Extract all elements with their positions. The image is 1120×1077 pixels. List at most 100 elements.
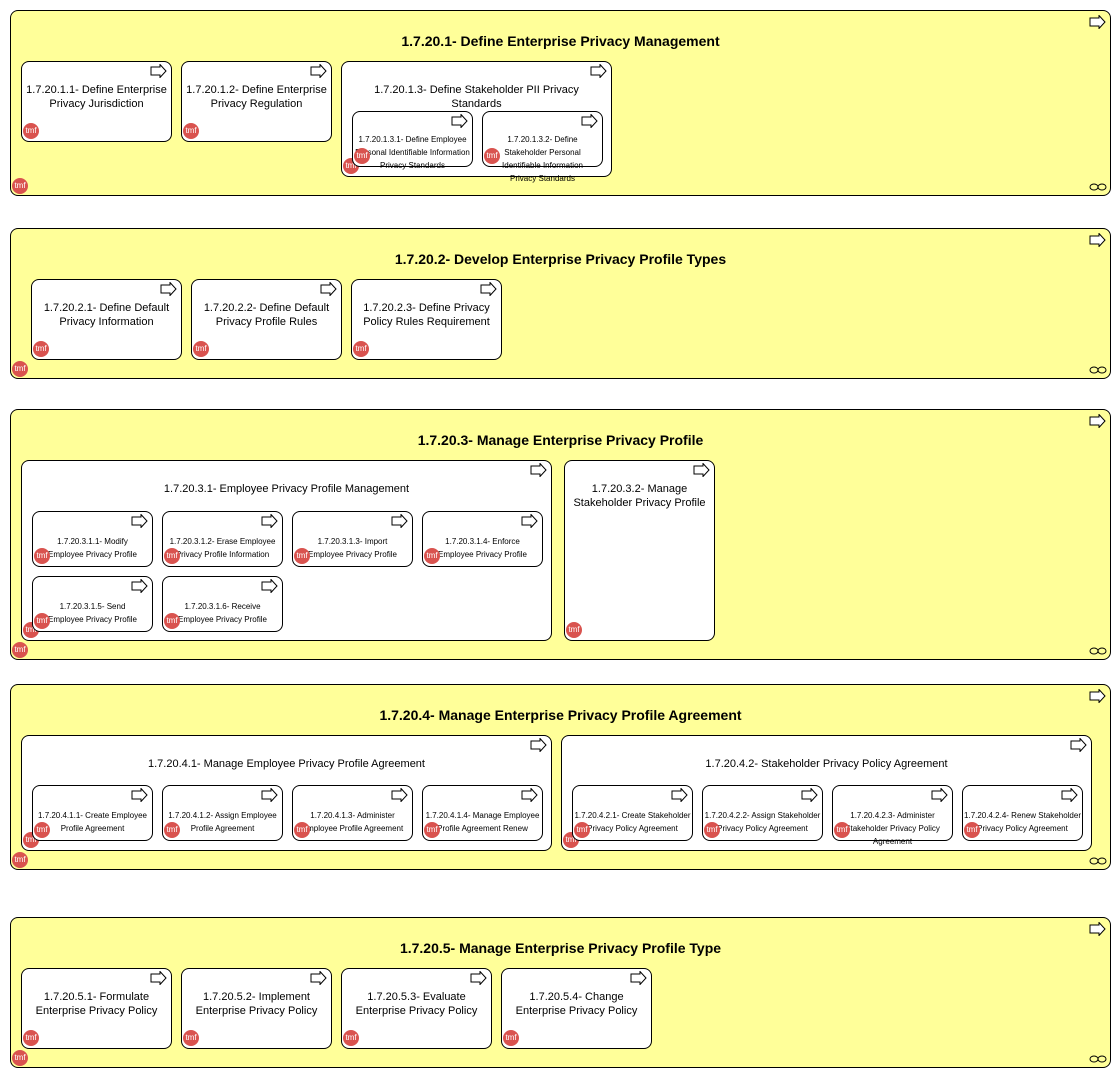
tmf-badge-icon: tmf xyxy=(183,1030,199,1046)
process-arrow-icon xyxy=(470,971,487,985)
process-arrow-icon xyxy=(530,463,547,477)
card-1-7-20-4-1-1[interactable]: 1.7.20.4.1.1- Create Employee Profile Ag… xyxy=(32,785,153,841)
card-1-7-20-3-1[interactable]: 1.7.20.3.1- Employee Privacy Profile Man… xyxy=(21,460,552,641)
tmf-badge-icon: tmf xyxy=(834,822,850,838)
card-1-7-20-3-2[interactable]: 1.7.20.3.2- Manage Stakeholder Privacy P… xyxy=(564,460,715,641)
process-arrow-icon xyxy=(1089,233,1106,247)
process-arrow-icon xyxy=(150,971,167,985)
card-label: 1.7.20.5.2- Implement Enterprise Privacy… xyxy=(195,991,318,1017)
process-arrow-icon xyxy=(530,738,547,752)
card-label: 1.7.20.3.1.5- Send Employee Privacy Prof… xyxy=(48,602,137,624)
group-1-7-20-4[interactable]: 1.7.20.4- Manage Enterprise Privacy Prof… xyxy=(10,684,1111,870)
card-1-7-20-4-1[interactable]: 1.7.20.4.1- Manage Employee Privacy Prof… xyxy=(21,735,552,851)
process-arrow-icon xyxy=(590,64,607,78)
card-label: 1.7.20.4.2.1- Create Stakeholder Privacy… xyxy=(574,811,691,833)
group-title: 1.7.20.1- Define Enterprise Privacy Mana… xyxy=(401,33,720,49)
card-label: 1.7.20.3.1.2- Erase Employee Privacy Pro… xyxy=(169,537,276,559)
process-arrow-icon xyxy=(801,788,818,802)
card-1-7-20-1-3[interactable]: 1.7.20.1.3- Define Stakeholder PII Priva… xyxy=(341,61,612,183)
process-arrow-icon xyxy=(693,463,710,477)
card-1-7-20-1-3-2[interactable]: 1.7.20.1.3.2- Define Stakeholder Persona… xyxy=(482,111,603,183)
group-title: 1.7.20.5- Manage Enterprise Privacy Prof… xyxy=(399,940,722,956)
card-label: 1.7.20.1.1- Define Enterprise Privacy Ju… xyxy=(26,84,167,110)
card-1-7-20-2-3[interactable]: 1.7.20.2.3- Define Privacy Policy Rules … xyxy=(351,279,502,360)
tmf-badge-icon: tmf xyxy=(424,822,440,838)
tmf-badge-icon: tmf xyxy=(294,822,310,838)
process-arrow-icon xyxy=(391,514,408,528)
card-1-7-20-5-4[interactable]: 1.7.20.5.4- Change Enterprise Privacy Po… xyxy=(501,968,652,1049)
process-arrow-icon xyxy=(160,282,177,296)
card-1-7-20-3-1-4[interactable]: 1.7.20.3.1.4- Enforce Employee Privacy P… xyxy=(422,511,543,567)
tmf-badge-icon: tmf xyxy=(34,548,50,564)
chain-link-icon xyxy=(1089,366,1107,374)
card-label: 1.7.20.4.1.3- Administer Employee Profil… xyxy=(301,811,404,833)
card-1-7-20-4-1-3[interactable]: 1.7.20.4.1.3- Administer Employee Profil… xyxy=(292,785,413,841)
tmf-badge-icon: tmf xyxy=(354,148,370,164)
tmf-badge-icon: tmf xyxy=(574,822,590,838)
process-arrow-icon xyxy=(150,64,167,78)
card-label: 1.7.20.1.3.2- Define Stakeholder Persona… xyxy=(502,135,583,183)
card-1-7-20-4-2-3[interactable]: 1.7.20.4.2.3- Administer Stakeholder Pri… xyxy=(832,785,953,846)
card-label: 1.7.20.3.2- Manage Stakeholder Privacy P… xyxy=(573,483,706,509)
process-arrow-icon xyxy=(931,788,948,802)
card-label: 1.7.20.4.2.4- Renew Stakeholder Privacy … xyxy=(964,811,1081,833)
card-1-7-20-3-1-1[interactable]: 1.7.20.3.1.1- Modify Employee Privacy Pr… xyxy=(32,511,153,567)
card-1-7-20-4-2-4[interactable]: 1.7.20.4.2.4- Renew Stakeholder Privacy … xyxy=(962,785,1083,841)
card-label: 1.7.20.4.2.3- Administer Stakeholder Pri… xyxy=(845,811,940,846)
card-label: 1.7.20.3.1- Employee Privacy Profile Man… xyxy=(163,483,410,495)
tmf-badge-icon: tmf xyxy=(12,852,28,868)
process-arrow-icon xyxy=(310,971,327,985)
card-1-7-20-4-1-2[interactable]: 1.7.20.4.1.2- Assign Employee Profile Ag… xyxy=(162,785,283,841)
group-1-7-20-1[interactable]: 1.7.20.1- Define Enterprise Privacy Mana… xyxy=(10,10,1111,196)
card-1-7-20-5-1[interactable]: 1.7.20.5.1- Formulate Enterprise Privacy… xyxy=(21,968,172,1049)
card-label: 1.7.20.3.1.4- Enforce Employee Privacy P… xyxy=(438,537,527,559)
group-1-7-20-3[interactable]: 1.7.20.3- Manage Enterprise Privacy Prof… xyxy=(10,409,1111,660)
card-label: 1.7.20.2.1- Define Default Privacy Infor… xyxy=(43,302,170,328)
group-1-7-20-5[interactable]: 1.7.20.5- Manage Enterprise Privacy Prof… xyxy=(10,917,1111,1068)
tmf-badge-icon: tmf xyxy=(164,613,180,629)
card-1-7-20-3-1-2[interactable]: 1.7.20.3.1.2- Erase Employee Privacy Pro… xyxy=(162,511,283,567)
process-arrow-icon xyxy=(521,514,538,528)
tmf-badge-icon: tmf xyxy=(12,642,28,658)
tmf-badge-icon: tmf xyxy=(193,341,209,357)
process-arrow-icon xyxy=(261,514,278,528)
card-1-7-20-4-2-2[interactable]: 1.7.20.4.2.2- Assign Stakeholder Privacy… xyxy=(702,785,823,841)
process-arrow-icon xyxy=(131,579,148,593)
card-1-7-20-2-1[interactable]: 1.7.20.2.1- Define Default Privacy Infor… xyxy=(31,279,182,360)
card-1-7-20-1-2[interactable]: 1.7.20.1.2- Define Enterprise Privacy Re… xyxy=(181,61,332,142)
card-1-7-20-5-3[interactable]: 1.7.20.5.3- Evaluate Enterprise Privacy … xyxy=(341,968,492,1049)
tmf-badge-icon: tmf xyxy=(484,148,500,164)
card-1-7-20-4-1-4[interactable]: 1.7.20.4.1.4- Manage Employee Profile Ag… xyxy=(422,785,543,841)
card-1-7-20-3-1-6[interactable]: 1.7.20.3.1.6- Receive Employee Privacy P… xyxy=(162,576,283,632)
tmf-badge-icon: tmf xyxy=(964,822,980,838)
process-arrow-icon xyxy=(630,971,647,985)
card-label: 1.7.20.5.1- Formulate Enterprise Privacy… xyxy=(35,991,158,1017)
card-1-7-20-3-1-5[interactable]: 1.7.20.3.1.5- Send Employee Privacy Prof… xyxy=(32,576,153,632)
card-1-7-20-4-2-1[interactable]: 1.7.20.4.2.1- Create Stakeholder Privacy… xyxy=(572,785,693,841)
card-1-7-20-5-2[interactable]: 1.7.20.5.2- Implement Enterprise Privacy… xyxy=(181,968,332,1049)
process-arrow-icon xyxy=(480,282,497,296)
process-arrow-icon xyxy=(451,114,468,128)
process-arrow-icon xyxy=(131,788,148,802)
card-1-7-20-1-1[interactable]: 1.7.20.1.1- Define Enterprise Privacy Ju… xyxy=(21,61,172,142)
card-label: 1.7.20.3.1.6- Receive Employee Privacy P… xyxy=(178,602,267,624)
card-label: 1.7.20.4.2- Stakeholder Privacy Policy A… xyxy=(705,758,948,770)
process-arrow-icon xyxy=(581,114,598,128)
card-1-7-20-2-2[interactable]: 1.7.20.2.2- Define Default Privacy Profi… xyxy=(191,279,342,360)
chain-link-icon xyxy=(1089,857,1107,865)
chain-link-icon xyxy=(1089,1055,1107,1063)
card-label: 1.7.20.3.1.1- Modify Employee Privacy Pr… xyxy=(48,537,137,559)
card-label: 1.7.20.4.2.2- Assign Stakeholder Privacy… xyxy=(704,811,821,833)
card-1-7-20-4-2[interactable]: 1.7.20.4.2- Stakeholder Privacy Policy A… xyxy=(561,735,1092,851)
tmf-badge-icon: tmf xyxy=(23,123,39,139)
tmf-badge-icon: tmf xyxy=(183,123,199,139)
tmf-badge-icon: tmf xyxy=(353,341,369,357)
card-label: 1.7.20.3.1.3- Import Employee Privacy Pr… xyxy=(308,537,397,559)
card-label: 1.7.20.4.1- Manage Employee Privacy Prof… xyxy=(148,758,425,770)
process-arrow-icon xyxy=(391,788,408,802)
card-label: 1.7.20.1.3- Define Stakeholder PII Priva… xyxy=(374,84,579,110)
card-1-7-20-1-3-1[interactable]: 1.7.20.1.3.1- Define Employee Personal I… xyxy=(352,111,473,170)
card-1-7-20-3-1-3[interactable]: 1.7.20.3.1.3- Import Employee Privacy Pr… xyxy=(292,511,413,567)
group-1-7-20-2[interactable]: 1.7.20.2- Develop Enterprise Privacy Pro… xyxy=(10,228,1111,379)
process-arrow-icon xyxy=(1089,689,1106,703)
